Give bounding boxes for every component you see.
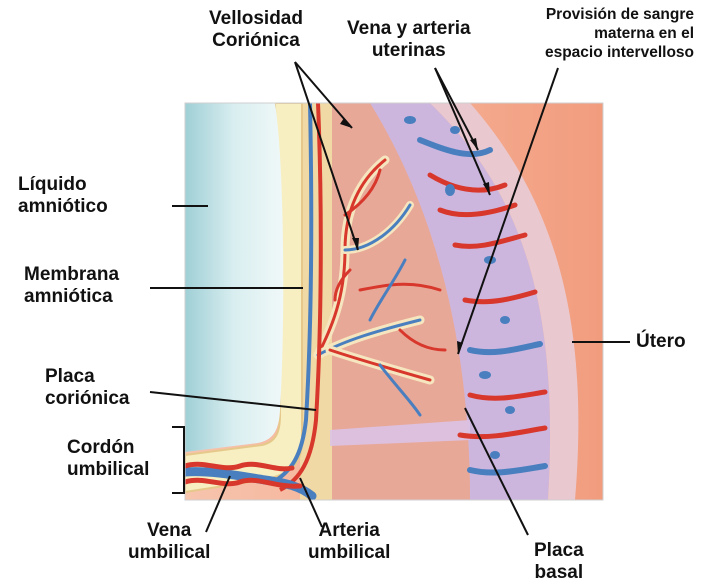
label-provision-sangre: Provisión de sangre materna en el espaci… bbox=[508, 6, 694, 63]
label-liquido-amniotico: Líquido amniótico bbox=[18, 174, 108, 218]
label-placa-basal: Placa basal bbox=[534, 540, 584, 584]
label-vena-umbilical: Vena umbilical bbox=[128, 520, 210, 564]
label-utero: Útero bbox=[636, 331, 686, 353]
amniotic-fluid bbox=[185, 103, 283, 452]
label-membrana-amniotica: Membrana amniótica bbox=[24, 264, 119, 308]
label-arteria-umbilical: Arteria umbilical bbox=[308, 520, 390, 564]
label-cordon-umbilical: Cordón umbilical bbox=[67, 437, 149, 481]
label-placa-corionica: Placa coriónica bbox=[45, 366, 129, 410]
label-vellosidad-corionica: Vellosidad Coriónica bbox=[209, 8, 303, 52]
label-vena-arteria-uterinas: Vena y arteria uterinas bbox=[347, 18, 471, 62]
chorionic-plate bbox=[300, 103, 332, 500]
